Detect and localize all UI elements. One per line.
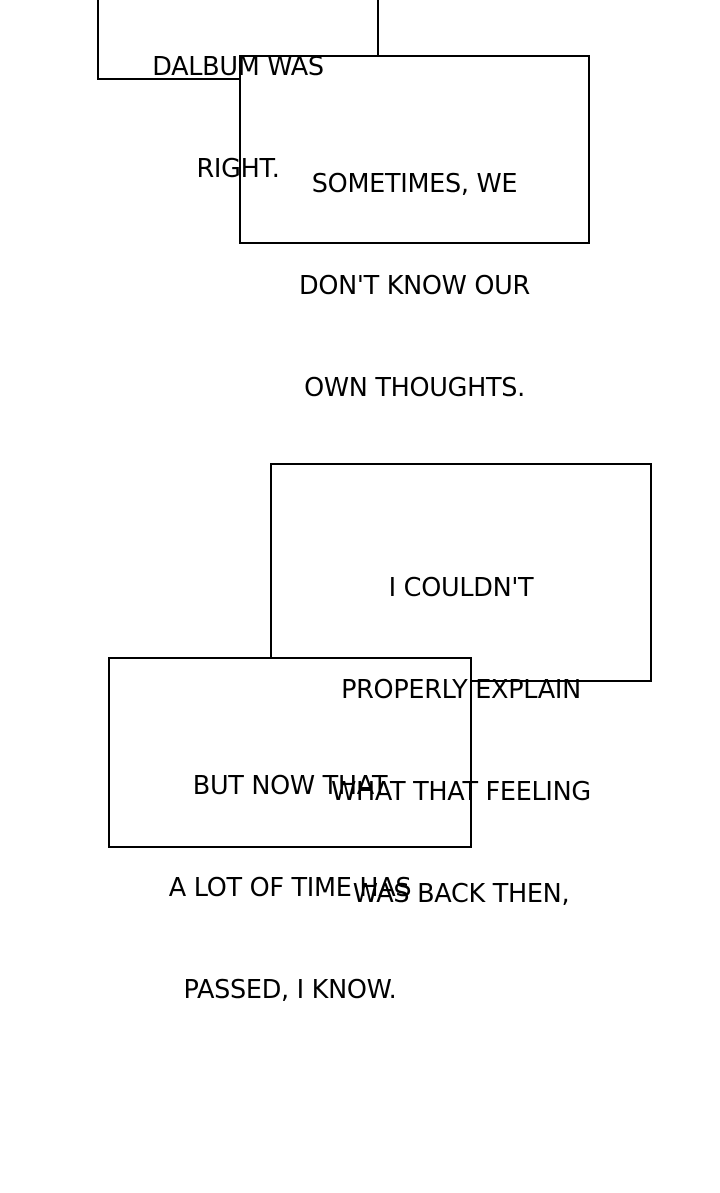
caption-text-couldnt: I COULDN'T PROPERLY EXPLAIN WHAT THAT FE… xyxy=(270,503,652,979)
caption-line: WAS BACK THEN, xyxy=(352,879,570,909)
caption-line: I COULDN'T xyxy=(388,573,534,603)
caption-text-sometimes: SOMETIMES, WE DON'T KNOW OUR OWN THOUGHT… xyxy=(239,99,590,473)
caption-line: BUT NOW THAT xyxy=(192,771,388,801)
caption-line: SOMETIMES, WE xyxy=(311,169,518,199)
caption-line: PROPERLY EXPLAIN xyxy=(341,675,581,705)
caption-merge-top xyxy=(241,57,377,78)
caption-line: DON'T KNOW OUR xyxy=(299,271,530,301)
caption-line: OWN THOUGHTS. xyxy=(304,373,525,403)
caption-line: DALBUM WAS xyxy=(152,52,324,82)
caption-line: A LOT OF TIME HAS xyxy=(168,873,412,903)
caption-line: WHAT THAT FEELING xyxy=(331,777,591,807)
caption-box-sometimes xyxy=(239,55,590,244)
caption-line: RIGHT. xyxy=(196,154,280,184)
caption-merge-bottom xyxy=(272,659,470,680)
caption-box-couldnt xyxy=(270,463,652,682)
caption-box-but-now xyxy=(108,657,472,848)
caption-text-but-now: BUT NOW THAT A LOT OF TIME HAS PASSED, I… xyxy=(108,701,472,1075)
caption-text-dalbum: DALBUM WAS RIGHT. xyxy=(97,0,379,254)
caption-line: PASSED, I KNOW. xyxy=(183,975,397,1005)
